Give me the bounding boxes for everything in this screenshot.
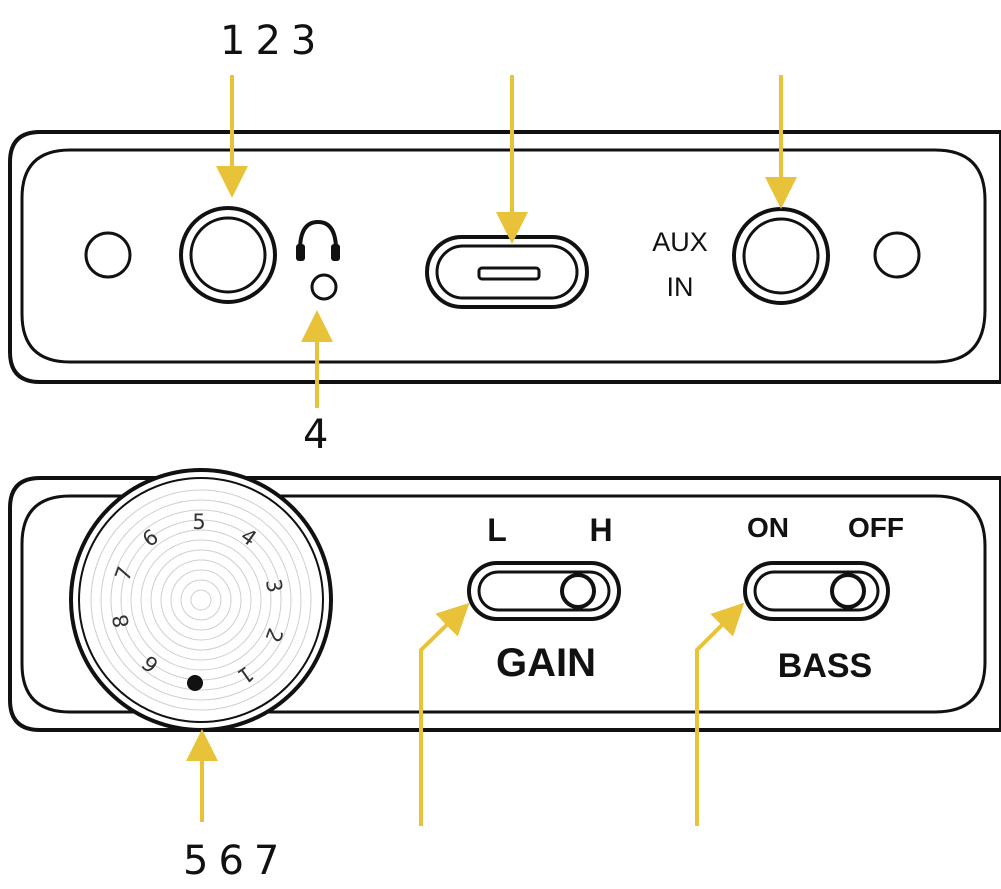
callout-5: 5 <box>183 838 211 884</box>
bottom-panel: 5 4 3 2 1 6 8 7 6 L H GAIN ON OF <box>8 468 1001 732</box>
knob-texture <box>90 489 312 711</box>
bottom-panel-inner <box>20 494 987 714</box>
screw-left <box>84 231 132 279</box>
knob-mark-8: 8 <box>108 613 134 630</box>
gain-switch: L H GAIN <box>467 512 621 685</box>
bass-switch: ON OFF BASS <box>743 512 904 685</box>
knob-center <box>199 598 203 602</box>
aux-label-line1: AUX <box>652 227 708 257</box>
gain-low-label: L <box>487 512 507 548</box>
usb-c-port <box>425 235 589 309</box>
top-panel: AUX IN <box>8 130 1001 384</box>
status-led <box>310 273 338 301</box>
aux-in-jack <box>732 207 830 305</box>
knob-mark-3: 3 <box>261 577 287 594</box>
gain-switch-knob <box>560 573 596 609</box>
volume-knob: 5 4 3 2 1 6 8 7 6 <box>69 468 333 732</box>
aux-label-line2: IN <box>667 272 694 302</box>
headphone-jack <box>179 206 277 304</box>
knob-indicator-dot <box>187 675 203 691</box>
knob-mark-5: 5 <box>192 510 205 534</box>
gain-high-label: H <box>589 512 612 548</box>
callout-6: 6 <box>218 838 246 884</box>
screw-right <box>873 231 921 279</box>
bottom-panel-outer <box>8 476 1001 732</box>
arrow-to-bass-switch <box>695 602 745 826</box>
callout-7: 7 <box>253 838 282 884</box>
callout-2: 2 <box>255 18 283 64</box>
bass-label: BASS <box>778 647 872 685</box>
bass-switch-knob <box>830 573 866 609</box>
top-panel-inner <box>20 148 987 364</box>
callout-3: 3 <box>290 18 319 64</box>
top-arrows <box>216 75 797 408</box>
headphone-icon <box>296 219 340 261</box>
bass-off-label: OFF <box>848 512 904 543</box>
gain-label: GAIN <box>496 641 596 685</box>
callout-1: 1 <box>220 18 248 64</box>
callout-4: 4 <box>303 412 331 458</box>
top-panel-outer <box>8 130 1001 384</box>
bass-on-label: ON <box>747 512 789 543</box>
arrow-to-gain-switch <box>419 602 470 826</box>
bottom-arrows <box>186 602 745 826</box>
